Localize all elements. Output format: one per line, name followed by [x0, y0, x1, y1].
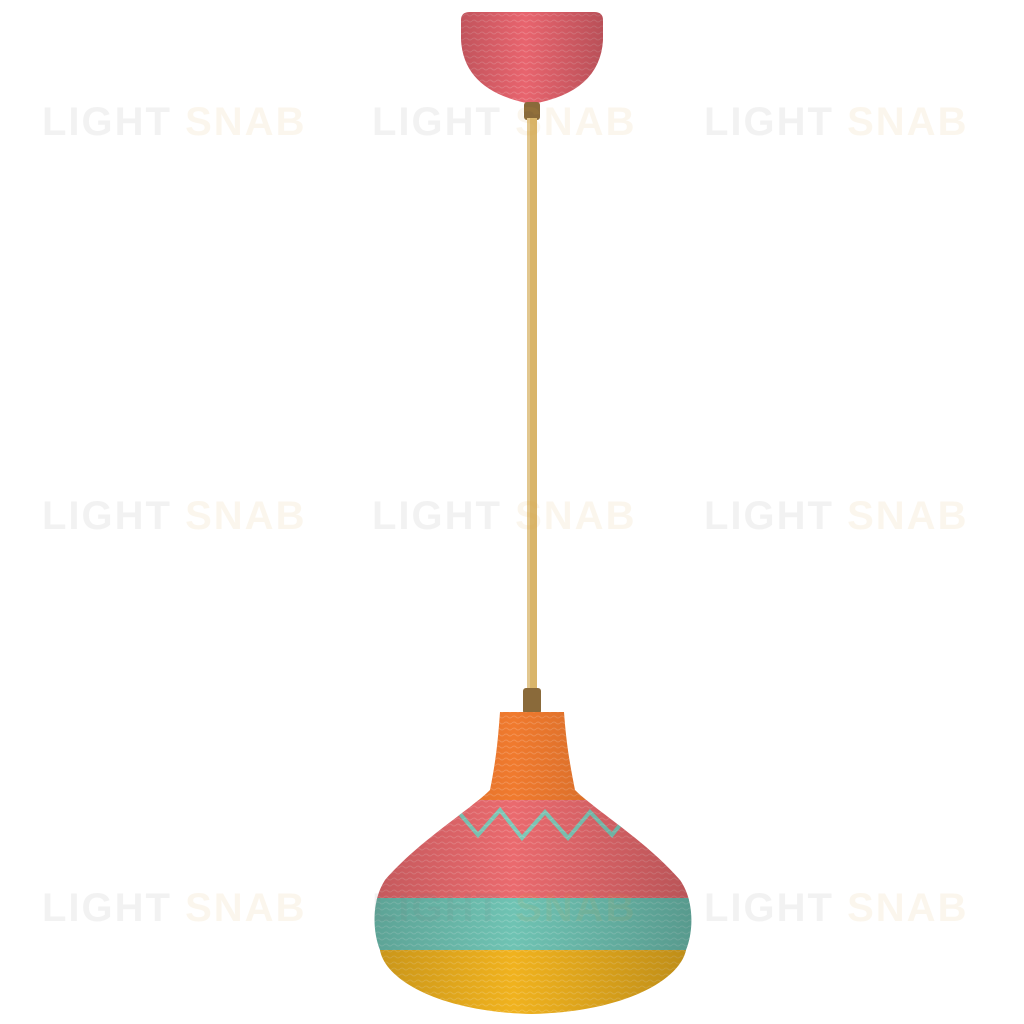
lamp-shade — [374, 712, 692, 1014]
ceiling-canopy — [461, 12, 603, 104]
suspension-cord — [527, 118, 537, 690]
top-fitting — [524, 102, 540, 120]
bottom-fitting — [523, 688, 541, 714]
